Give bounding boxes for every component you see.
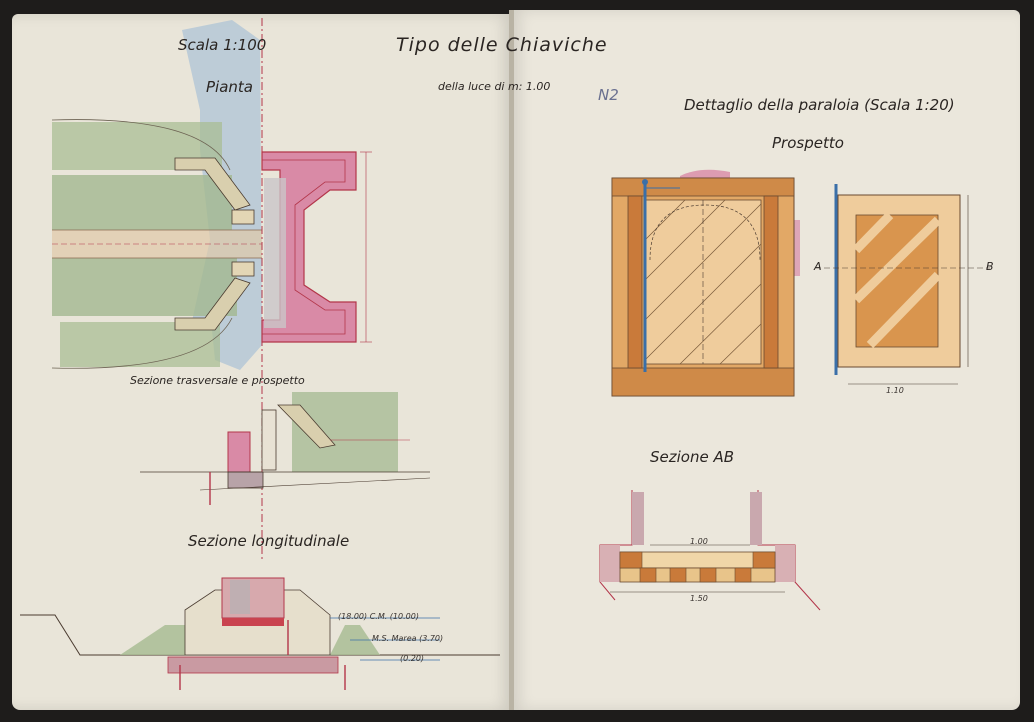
cross-section-label: Sezione trasversale e prospetto bbox=[130, 374, 305, 387]
gate-side-drawing bbox=[815, 184, 990, 385]
plan-drawing bbox=[51, 18, 372, 560]
longitudinal-section-label: Sezione longitudinale bbox=[188, 532, 350, 550]
page-title: Tipo delle Chiaviche bbox=[396, 34, 608, 56]
level-base: (0.20) bbox=[400, 654, 425, 663]
label-b: B bbox=[986, 260, 994, 273]
cross-section-drawing bbox=[140, 392, 431, 505]
level-cm: (18.00) C.M. (10.00) bbox=[338, 612, 419, 621]
section-ab-drawing bbox=[599, 490, 821, 611]
subtitle-luce: della luce di m: 1.00 bbox=[438, 80, 551, 93]
dim-1-50: 1.50 bbox=[690, 594, 708, 603]
gate-elevation-drawing bbox=[611, 169, 800, 397]
dim-1-00: 1.00 bbox=[690, 537, 708, 546]
level-marea: M.S. Marea (3.70) bbox=[372, 634, 444, 643]
sheet-number: N2 bbox=[598, 86, 619, 104]
section-ab-label: Sezione AB bbox=[650, 448, 735, 466]
page-fold bbox=[509, 10, 514, 710]
scale-label: Scala 1:100 bbox=[178, 36, 267, 54]
pianta-label: Pianta bbox=[206, 78, 253, 96]
longitudinal-section-drawing bbox=[20, 577, 500, 690]
detail-title: Dettaglio della paraloia (Scala 1:20) bbox=[684, 96, 955, 114]
label-a: A bbox=[814, 260, 822, 273]
elevation-label: Prospetto bbox=[772, 134, 844, 152]
dim-1-10: 1.10 bbox=[886, 386, 904, 395]
